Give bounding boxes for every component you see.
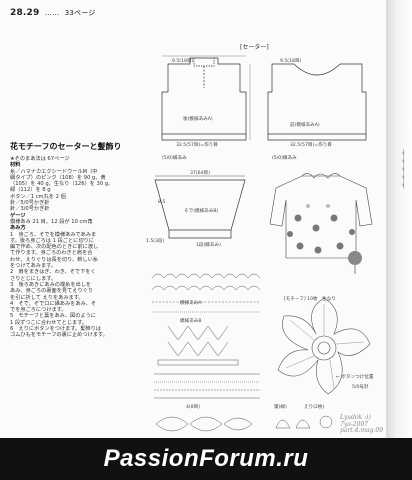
front-body-diagram [267,63,367,141]
stitch-pattern-a [151,273,261,313]
instruction-line: 1 段ずつこに合わせてとじます。 [10,319,88,326]
back-hem-label: (5/0)縁あみ [162,156,187,161]
back-width-label: 32.5(57目)=作り目 [176,143,218,148]
instructions-text: ★そのまあ法は 67ページ 材料糸／ハマナカエクシードウールM（中細タイプ）のピ… [10,156,145,339]
front-top-dimension: 9.5(18目) [280,59,302,64]
instruction-heading: 材料 [10,162,21,169]
sleeve-side-label: 1.5(3段) [146,239,165,244]
back-top-dimension: 9.5(18目) [172,59,194,64]
hook-size-note: 5/0号針 [352,385,369,390]
sweater-diagram-title: [セーター] [240,44,269,51]
instruction-heading: あみ方 [10,225,26,232]
back-pattern-label: 後(模様あみA) [183,117,213,122]
instruction-line: 5 モチーフと葉をあみ、図のように [10,313,96,320]
sleeve-width-label: 37(64目) [190,171,210,176]
instruction-line: 緑（112）を 8 g [10,187,51,194]
instruction-line: 針／5/0号かぎ針 [10,200,50,207]
credit-line-2: 7ya-2007 [340,420,369,428]
front-width-label: 32.5(57目)=作り目 [290,143,332,148]
front-hem-label: (5/0)縁あみ [272,156,297,161]
leaf-shapes [155,416,253,432]
instruction-heading: ゲージ [10,212,26,219]
instruction-line: ボタン／1 cm丸を 2 個 [10,193,66,200]
credit-watermark: Lyudok :)) 7ya-2007 part.4.mag.09 [340,414,383,435]
page-number: 28.29 [10,8,40,18]
button-position-note: ← ボタンつけ位置 [336,375,374,380]
page-spine [386,0,412,480]
small-leaf-motifs [275,415,333,429]
section-title: 花モチーフのセーターと髪飾り [10,142,122,151]
site-watermark-text: PassionForum.ru [103,445,309,472]
instruction-line: 1 身ごろ、そでを模様あみであみま [10,231,97,238]
sleeve-cuff-label: 1段(縁あみ) [196,243,221,248]
instruction-line: でを身ごろにつけます。 [10,307,67,314]
instruction-line: 模様あみ 21 目、12 段が 10 cm角 [10,218,93,225]
instruction-line: て作ります。身ごろのわきと肩を合 [10,250,93,257]
front-pattern-label: 前(模様あみA) [290,123,320,128]
page-reference: 33ページ [64,9,96,17]
instruction-line: さりとじにします。 [10,275,57,282]
pattern-a-label: 模様あみA [180,301,202,306]
collar-count-label: えり(2枚) [304,405,325,410]
instruction-line: す。後ろ身ごろは 1 段ごとに切りに [10,237,94,244]
site-watermark-banner [0,438,412,480]
instruction-lines: 材料糸／ハマナカエクシードウールM（中細タイプ）のピンク（108）を 90 g、… [10,162,145,338]
instruction-line: 3 後ろあきにあみの端糸を出しを [10,281,92,288]
credit-line-1: Lyudok :)) [340,414,371,421]
instruction-line: 4 そで、そで口に縁あみをあみ、そ [10,300,97,307]
sleeve-height-label: 8.5 [158,200,166,205]
instruction-line: わせ、えりぐりは長を切り、新しい糸 [10,256,98,263]
instruction-line: （105）を 40 g、生なり（126）を 30 g、 [10,181,114,188]
instruction-line: 2 肩をまきはぎ、わき、そで下をく [10,269,96,276]
instruction-line: 糸／ハマナカエクシードウールM（中 [10,168,98,175]
back-body-diagram [161,55,251,141]
stitch-pattern-b [157,325,239,366]
sleeve-diagram [154,175,246,239]
finished-sweater-sketch [269,173,373,259]
page-dots: ...... [44,9,60,17]
intro-line: ★そのまあ法は 67ページ [10,156,70,162]
flower-motif-chart [277,297,371,395]
instruction-line: あみ、身ごろの裏面を見てえりぐり [10,288,94,295]
instruction-line: 針／3/0号かぎ針 [10,206,50,213]
instruction-line: ゴムひもをモチーフの裏に止めつけます。 [10,332,108,339]
leaf-label: 葉(緑) [274,405,287,410]
page-header: 28.29 ...... 33ページ [10,8,96,18]
front-strip-label: 4(8目) [186,405,201,410]
instruction-line: 細タイプ）のピンク（108）を 90 g、黄 [10,174,106,181]
hair-ornament-sketch [348,251,362,274]
motif-label: [モチーフ] 10枚 生なり [284,297,336,302]
credit-line-3: part.4.mag.09 [340,427,383,434]
spine-index-marks: ┤┤┤┤┤ [402,150,406,189]
sleeve-pattern-label: そで(模様あみB) [184,209,219,214]
magazine-page [0,0,386,480]
instruction-line: 6 えりにボタンをつけます。髪飾りは [10,326,101,333]
instruction-line: 編で作め、次の配色のときに前に渡し [10,244,99,251]
instruction-line: をつけてあみます。 [10,263,57,270]
instruction-line: を引に折して えりをあみます。 [10,294,84,301]
collar-stitch-strip [154,373,260,399]
pattern-b-label: 模様あみB [180,319,202,324]
